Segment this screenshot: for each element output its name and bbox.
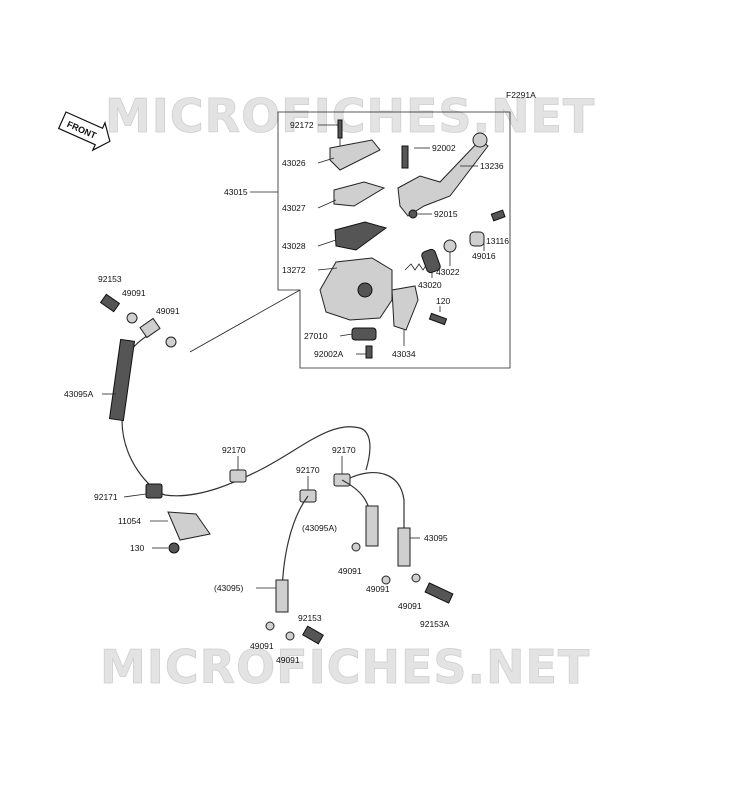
part-label: 120	[436, 296, 450, 306]
bushing-49016	[469, 231, 485, 247]
clamp-43034	[391, 285, 419, 331]
part-label: (43095)	[214, 583, 243, 593]
nut-92015	[408, 209, 418, 219]
part-label: 92170	[222, 445, 246, 455]
bolt-120	[428, 312, 448, 326]
part-label: 43020	[418, 280, 442, 290]
part-label: 49016	[472, 251, 496, 261]
lever-13236	[397, 139, 489, 217]
bolt-130	[168, 542, 180, 554]
part-label: 43015	[224, 187, 248, 197]
part-label: 92170	[296, 465, 320, 475]
part-label: 13236	[480, 161, 504, 171]
part-label: 11054	[118, 516, 141, 526]
upper-fittings	[99, 293, 177, 348]
fitting-92170-a	[229, 469, 247, 483]
piston-43020	[421, 248, 441, 274]
ring-43022	[443, 239, 457, 253]
assembly-box	[277, 111, 511, 369]
master-cylinder-body	[319, 257, 448, 359]
bracket-27010	[351, 327, 377, 341]
washer-49091	[126, 312, 138, 324]
part-label: 49091	[250, 641, 274, 651]
watermark-top: MICROFICHES.NET	[105, 89, 595, 143]
part-label: 49091	[122, 288, 146, 298]
part-label: 92153	[98, 274, 122, 284]
part-label: 43026	[282, 158, 306, 168]
bracket-11054	[167, 511, 211, 541]
hose-end-left	[275, 579, 289, 613]
part-label: 92171	[94, 492, 118, 502]
plate-43027	[333, 181, 386, 207]
cap-43026	[329, 139, 381, 171]
part-label: 43022	[436, 267, 460, 277]
part-label: 92153	[298, 613, 322, 623]
part-label: 92153A	[420, 619, 450, 629]
part-label: 49091	[276, 655, 300, 665]
joint-92171	[145, 483, 163, 499]
part-label: 49091	[398, 601, 422, 611]
figure-code: F2291A	[506, 90, 536, 100]
part-label: 49091	[338, 566, 362, 576]
part-label: 27010	[304, 331, 328, 341]
part-label: 13116	[486, 236, 509, 246]
part-label: 43095	[424, 533, 448, 543]
part-label: 130	[130, 543, 144, 553]
front-arrow-icon: FRONT	[57, 111, 111, 152]
part-label: 92170	[332, 445, 356, 455]
hose-43095-right	[349, 472, 405, 560]
bolt-13116	[490, 209, 506, 222]
banjo-bolt-92153	[99, 293, 121, 313]
part-label: 49091	[156, 306, 180, 316]
leader-lines	[102, 124, 485, 589]
bolt-92002A	[365, 345, 373, 359]
pivot-bolt-92002	[401, 145, 409, 169]
hose-sleeve	[108, 338, 136, 422]
part-label: 13272	[282, 265, 306, 275]
part-label: (43095A)	[302, 523, 337, 533]
part-label: 92002	[432, 143, 456, 153]
part-label: 92015	[434, 209, 458, 219]
part-label: 43095A	[64, 389, 94, 399]
part-label: 43034	[392, 349, 416, 359]
washer-49091-b	[165, 336, 177, 348]
part-label: 92002A	[314, 349, 344, 359]
part-label: 43028	[282, 241, 306, 251]
part-label: 43027	[282, 203, 306, 213]
watermark-bottom: MICROFICHES.NET	[100, 640, 590, 694]
banjo-bolt-92153A	[424, 582, 454, 604]
junction-group	[145, 469, 351, 554]
hose-end-mid	[365, 505, 379, 547]
part-label: 92172	[290, 120, 314, 130]
banjo-bolt-92153-low	[302, 625, 324, 645]
screw-92172	[337, 119, 343, 139]
diaphragm-43028	[334, 221, 388, 251]
part-label: 49091	[366, 584, 390, 594]
lever-group	[397, 132, 506, 247]
hose-end-right	[397, 527, 411, 567]
